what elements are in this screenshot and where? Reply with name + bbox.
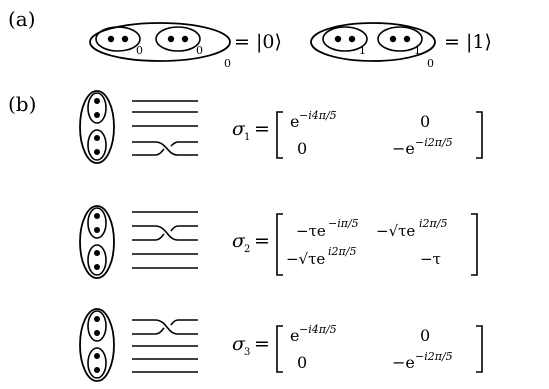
svg-text:−√τe: −√τe bbox=[286, 250, 325, 268]
svg-text:σ: σ bbox=[232, 230, 246, 252]
svg-text:0: 0 bbox=[420, 112, 430, 131]
panel-b-label: (b) bbox=[8, 92, 36, 116]
svg-text:e: e bbox=[290, 326, 299, 345]
svg-text:−i2π/5: −i2π/5 bbox=[415, 136, 453, 149]
svg-text:σ: σ bbox=[232, 333, 246, 355]
state-one-diagram: 1 1 0 bbox=[310, 22, 436, 70]
sigma-2-equation: σ 2 = −τe −iπ/5 −√τe i2π/5 −√τe i2π/5 −τ bbox=[232, 213, 478, 276]
svg-text:=: = bbox=[254, 333, 270, 355]
inner-oval bbox=[155, 26, 201, 52]
svg-text:−i4π/5: −i4π/5 bbox=[299, 323, 337, 336]
panel-a-label: (a) bbox=[8, 7, 36, 31]
fusion-label: 0 bbox=[136, 44, 143, 57]
sigma-1-equation: σ 1 = e −i4π/5 0 0 −e −i2π/5 bbox=[232, 109, 483, 159]
svg-text:3: 3 bbox=[244, 347, 250, 358]
fusion-label: 0 bbox=[196, 44, 203, 57]
svg-text:−e: −e bbox=[392, 353, 415, 372]
fusion-label: 1 bbox=[359, 44, 366, 57]
svg-text:e: e bbox=[290, 112, 299, 131]
braid-diagram-1 bbox=[132, 100, 198, 156]
svg-text:=: = bbox=[254, 230, 270, 252]
anyon-stack-3 bbox=[79, 308, 115, 382]
fusion-label: 0 bbox=[427, 57, 434, 70]
braid-diagram-3 bbox=[132, 319, 198, 373]
anyon-stack-1 bbox=[79, 90, 115, 164]
svg-text:−i2π/5: −i2π/5 bbox=[415, 350, 453, 363]
svg-text:i2π/5: i2π/5 bbox=[419, 217, 447, 230]
outer-oval bbox=[89, 22, 231, 62]
anyon-stack-2 bbox=[79, 205, 115, 279]
svg-text:−τ: −τ bbox=[420, 250, 441, 268]
state-zero-ket: = |0⟩ bbox=[234, 31, 282, 53]
sigma-3-equation: σ 3 = e −i4π/5 0 0 −e −i2π/5 bbox=[232, 323, 483, 373]
svg-text:i2π/5: i2π/5 bbox=[328, 245, 356, 258]
svg-text:σ: σ bbox=[232, 118, 246, 140]
inner-oval bbox=[377, 26, 423, 52]
svg-text:−√τe: −√τe bbox=[376, 222, 415, 240]
outer-oval bbox=[310, 22, 436, 62]
state-zero-diagram: 0 0 0 bbox=[89, 22, 231, 70]
svg-text:1: 1 bbox=[244, 132, 250, 143]
state-one-ket: = |1⟩ bbox=[444, 31, 492, 53]
svg-text:0: 0 bbox=[420, 326, 430, 345]
svg-text:2: 2 bbox=[244, 244, 250, 255]
svg-text:−e: −e bbox=[392, 139, 415, 158]
svg-text:−iπ/5: −iπ/5 bbox=[328, 217, 359, 230]
svg-text:0: 0 bbox=[297, 139, 307, 158]
svg-text:0: 0 bbox=[297, 353, 307, 372]
svg-text:−i4π/5: −i4π/5 bbox=[299, 109, 337, 122]
fusion-label: 1 bbox=[414, 44, 421, 57]
fusion-label: 0 bbox=[224, 57, 231, 70]
svg-text:=: = bbox=[254, 118, 270, 140]
inner-oval bbox=[95, 26, 141, 52]
svg-text:−τe: −τe bbox=[296, 222, 326, 240]
braid-diagram-2 bbox=[132, 211, 198, 269]
inner-oval bbox=[322, 26, 368, 52]
